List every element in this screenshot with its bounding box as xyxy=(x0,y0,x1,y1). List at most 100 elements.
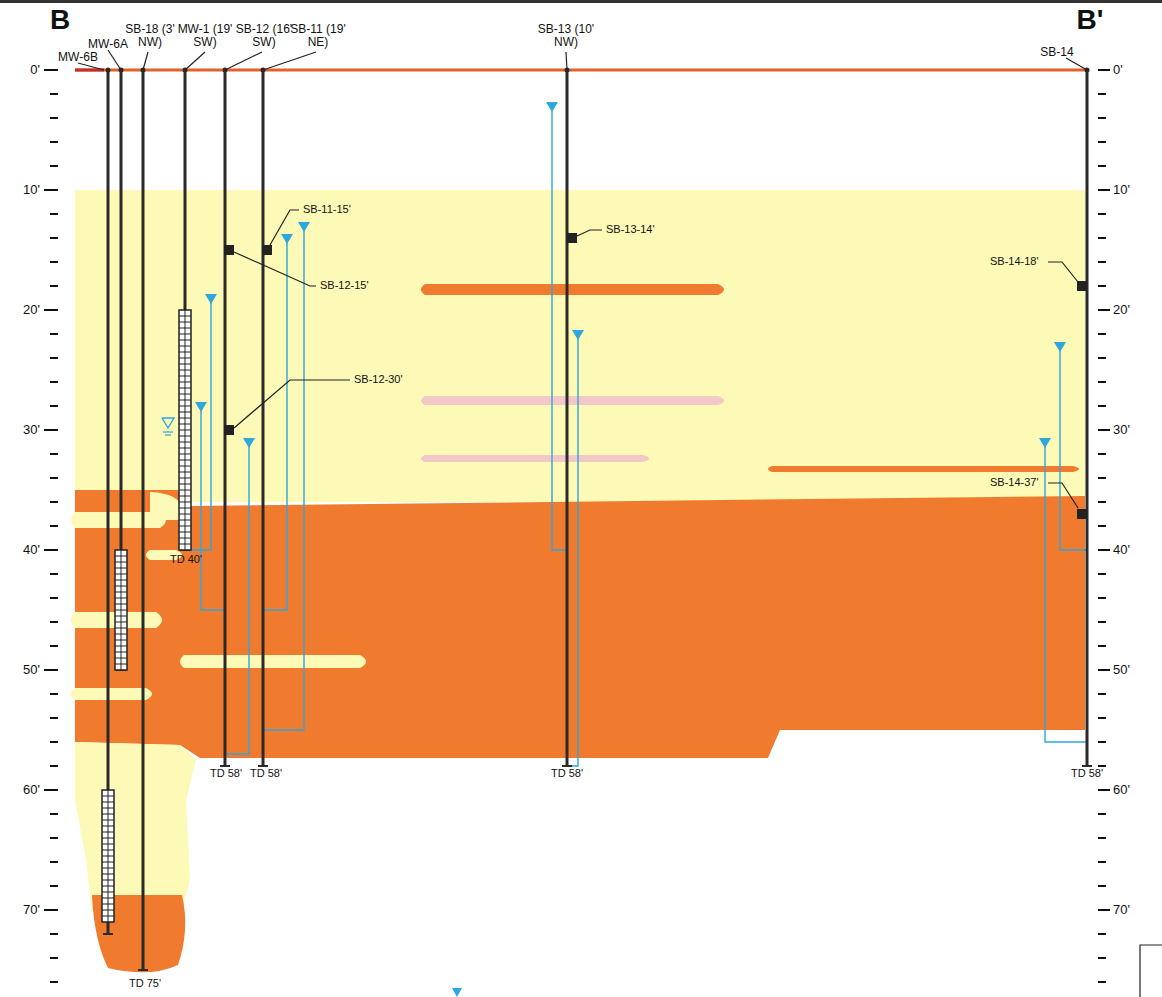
boring-label: MW-6A xyxy=(88,38,128,51)
depth-tick xyxy=(50,717,58,719)
water-table-symbol xyxy=(162,418,174,428)
total-depth-label: TD 75' xyxy=(129,978,161,990)
water-level-line xyxy=(567,334,578,766)
depth-label: 10' xyxy=(23,183,40,197)
boring-line xyxy=(142,70,145,970)
depth-tick xyxy=(50,837,58,839)
leader-line xyxy=(566,52,567,70)
silt-lens xyxy=(421,455,649,462)
water-level-marker xyxy=(298,222,310,232)
depth-tick xyxy=(1098,789,1110,791)
leader-line xyxy=(270,210,299,245)
depth-tick xyxy=(1098,909,1110,911)
boring-line xyxy=(566,70,569,766)
water-level-marker xyxy=(452,988,462,997)
boring-label: SB-14 xyxy=(1040,46,1073,59)
boring-line xyxy=(1086,70,1089,766)
depth-tick xyxy=(1098,885,1106,887)
sand-layer xyxy=(75,742,196,910)
sample-label: SB-14-18' xyxy=(990,256,1039,268)
boring-bottom xyxy=(138,969,148,971)
boring-label: SB-12 (16' SW) xyxy=(235,23,293,48)
depth-label: 20' xyxy=(1113,303,1130,317)
boring-bottom xyxy=(1082,765,1092,767)
water-level-line xyxy=(263,226,304,730)
depth-tick xyxy=(1098,981,1106,983)
depth-tick xyxy=(50,885,58,887)
water-level-marker xyxy=(243,438,255,448)
depth-label: 40' xyxy=(23,543,40,557)
boring-bottom xyxy=(562,765,572,767)
depth-tick xyxy=(1098,405,1106,407)
total-depth-label: TD 58' xyxy=(1071,768,1103,780)
water-level-line xyxy=(225,442,249,754)
sample-marker xyxy=(224,425,234,435)
depth-tick xyxy=(1098,597,1106,599)
depth-tick xyxy=(50,165,58,167)
boring-label: SB-11 (19' NE) xyxy=(289,23,347,48)
sample-label: SB-13-14' xyxy=(606,224,655,236)
depth-tick xyxy=(50,861,58,863)
leader-line xyxy=(143,52,148,70)
frame-line xyxy=(0,0,1162,3)
total-depth-label: TD 58' xyxy=(250,768,282,780)
leader-line xyxy=(185,52,205,70)
total-depth-label: TD 58' xyxy=(210,768,242,780)
depth-tick xyxy=(1098,645,1106,647)
water-level-marker xyxy=(1039,438,1051,448)
water-level-marker xyxy=(572,330,584,340)
depth-tick xyxy=(50,237,58,239)
depth-tick xyxy=(50,693,58,695)
depth-tick xyxy=(44,429,58,431)
depth-tick xyxy=(1098,573,1106,575)
leader-line xyxy=(263,52,316,70)
section-end-label: B' xyxy=(1077,5,1104,34)
depth-label: 30' xyxy=(1113,423,1130,437)
depth-tick xyxy=(1098,477,1106,479)
boring-label: MW-1 (19' SW) xyxy=(177,23,233,48)
depth-tick xyxy=(50,453,58,455)
depth-tick xyxy=(1098,669,1110,671)
depth-label: 0' xyxy=(30,63,40,77)
water-level-line xyxy=(263,238,287,610)
depth-tick xyxy=(1098,285,1106,287)
leader-line xyxy=(1140,945,1162,997)
leader-line xyxy=(225,52,262,70)
depth-tick xyxy=(50,501,58,503)
depth-tick xyxy=(1098,861,1106,863)
depth-tick xyxy=(1098,693,1106,695)
depth-tick xyxy=(50,357,58,359)
depth-tick xyxy=(1098,189,1110,191)
depth-label: 50' xyxy=(23,663,40,677)
sample-marker xyxy=(1077,281,1087,291)
depth-tick xyxy=(44,189,58,191)
sand-lens xyxy=(150,492,182,520)
depth-tick xyxy=(1098,957,1106,959)
leader-line xyxy=(1048,262,1078,282)
depth-tick xyxy=(1098,333,1106,335)
leader-line xyxy=(1048,483,1078,508)
depth-tick xyxy=(1098,813,1106,815)
well-screen xyxy=(102,790,114,922)
depth-tick xyxy=(50,933,58,935)
depth-tick xyxy=(1098,261,1106,263)
water-table-symbol xyxy=(162,418,174,428)
depth-tick xyxy=(44,909,58,911)
boring-label: SB-13 (10' NW) xyxy=(536,23,596,48)
depth-tick xyxy=(1098,141,1106,143)
depth-label: 0' xyxy=(1113,63,1123,77)
depth-label: 60' xyxy=(1113,783,1130,797)
depth-tick xyxy=(50,333,58,335)
sample-marker xyxy=(262,245,272,255)
boring-bottom xyxy=(220,765,230,767)
depth-label: 70' xyxy=(23,903,40,917)
depth-tick xyxy=(1098,69,1110,71)
depth-label: 70' xyxy=(1113,903,1130,917)
water-level-marker xyxy=(205,294,217,304)
leader-line xyxy=(108,50,121,70)
water-level-marker xyxy=(546,102,558,112)
boring-label: MW-6B xyxy=(58,51,98,64)
depth-tick xyxy=(44,789,58,791)
boring-bottom xyxy=(258,765,268,767)
